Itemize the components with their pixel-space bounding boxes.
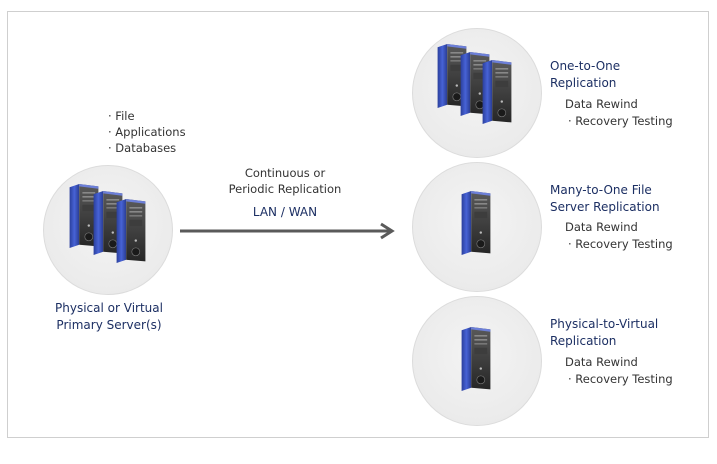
- source-bullet-applications: · Applications: [108, 125, 186, 139]
- target-title-line2: Replication: [550, 334, 617, 348]
- target-one-to-one-sub2: · Recovery Testing: [568, 114, 673, 128]
- target-one-to-one-sub1: Data Rewind: [565, 97, 638, 111]
- network-label: LAN / WAN: [252, 205, 318, 219]
- source-content-list: · File · Applications · Databases: [108, 108, 186, 156]
- target-physical-to-virtual-sub2: · Recovery Testing: [568, 372, 673, 386]
- replication-mode-line2: Periodic Replication: [228, 182, 342, 196]
- source-label-line2: Primary Server(s): [56, 318, 162, 332]
- target-one-to-one-title: One-to-One Replication: [550, 58, 620, 92]
- source-label-line1: Physical or Virtual: [55, 301, 163, 315]
- replication-mode-label: Continuous or Periodic Replication: [215, 165, 355, 197]
- target-many-to-one-sub2: · Recovery Testing: [568, 237, 673, 251]
- target-physical-to-virtual-title: Physical-to-Virtual Replication: [550, 316, 658, 350]
- server-tower-icon: [115, 198, 147, 264]
- target-title-line2: Replication: [550, 76, 617, 90]
- target-title-line2: Server Replication: [550, 200, 660, 214]
- source-bullet-databases: · Databases: [108, 141, 177, 155]
- target-title-line1: Many-to-One File: [550, 183, 652, 197]
- target-many-to-one-sub1: Data Rewind: [565, 220, 638, 234]
- source-bullet-file: · File: [108, 109, 135, 123]
- source-label: Physical or Virtual Primary Server(s): [48, 300, 170, 334]
- server-tower-icon: [481, 59, 513, 125]
- target-many-to-one-title: Many-to-One File Server Replication: [550, 182, 660, 216]
- server-tower-icon: [460, 190, 492, 256]
- arrow-right-icon: [180, 222, 395, 240]
- replication-mode-line1: Continuous or: [244, 166, 326, 180]
- target-physical-to-virtual-sub1: Data Rewind: [565, 355, 638, 369]
- target-title-line1: One-to-One: [550, 59, 621, 73]
- target-title-line1: Physical-to-Virtual: [550, 317, 659, 331]
- server-tower-icon: [460, 326, 492, 392]
